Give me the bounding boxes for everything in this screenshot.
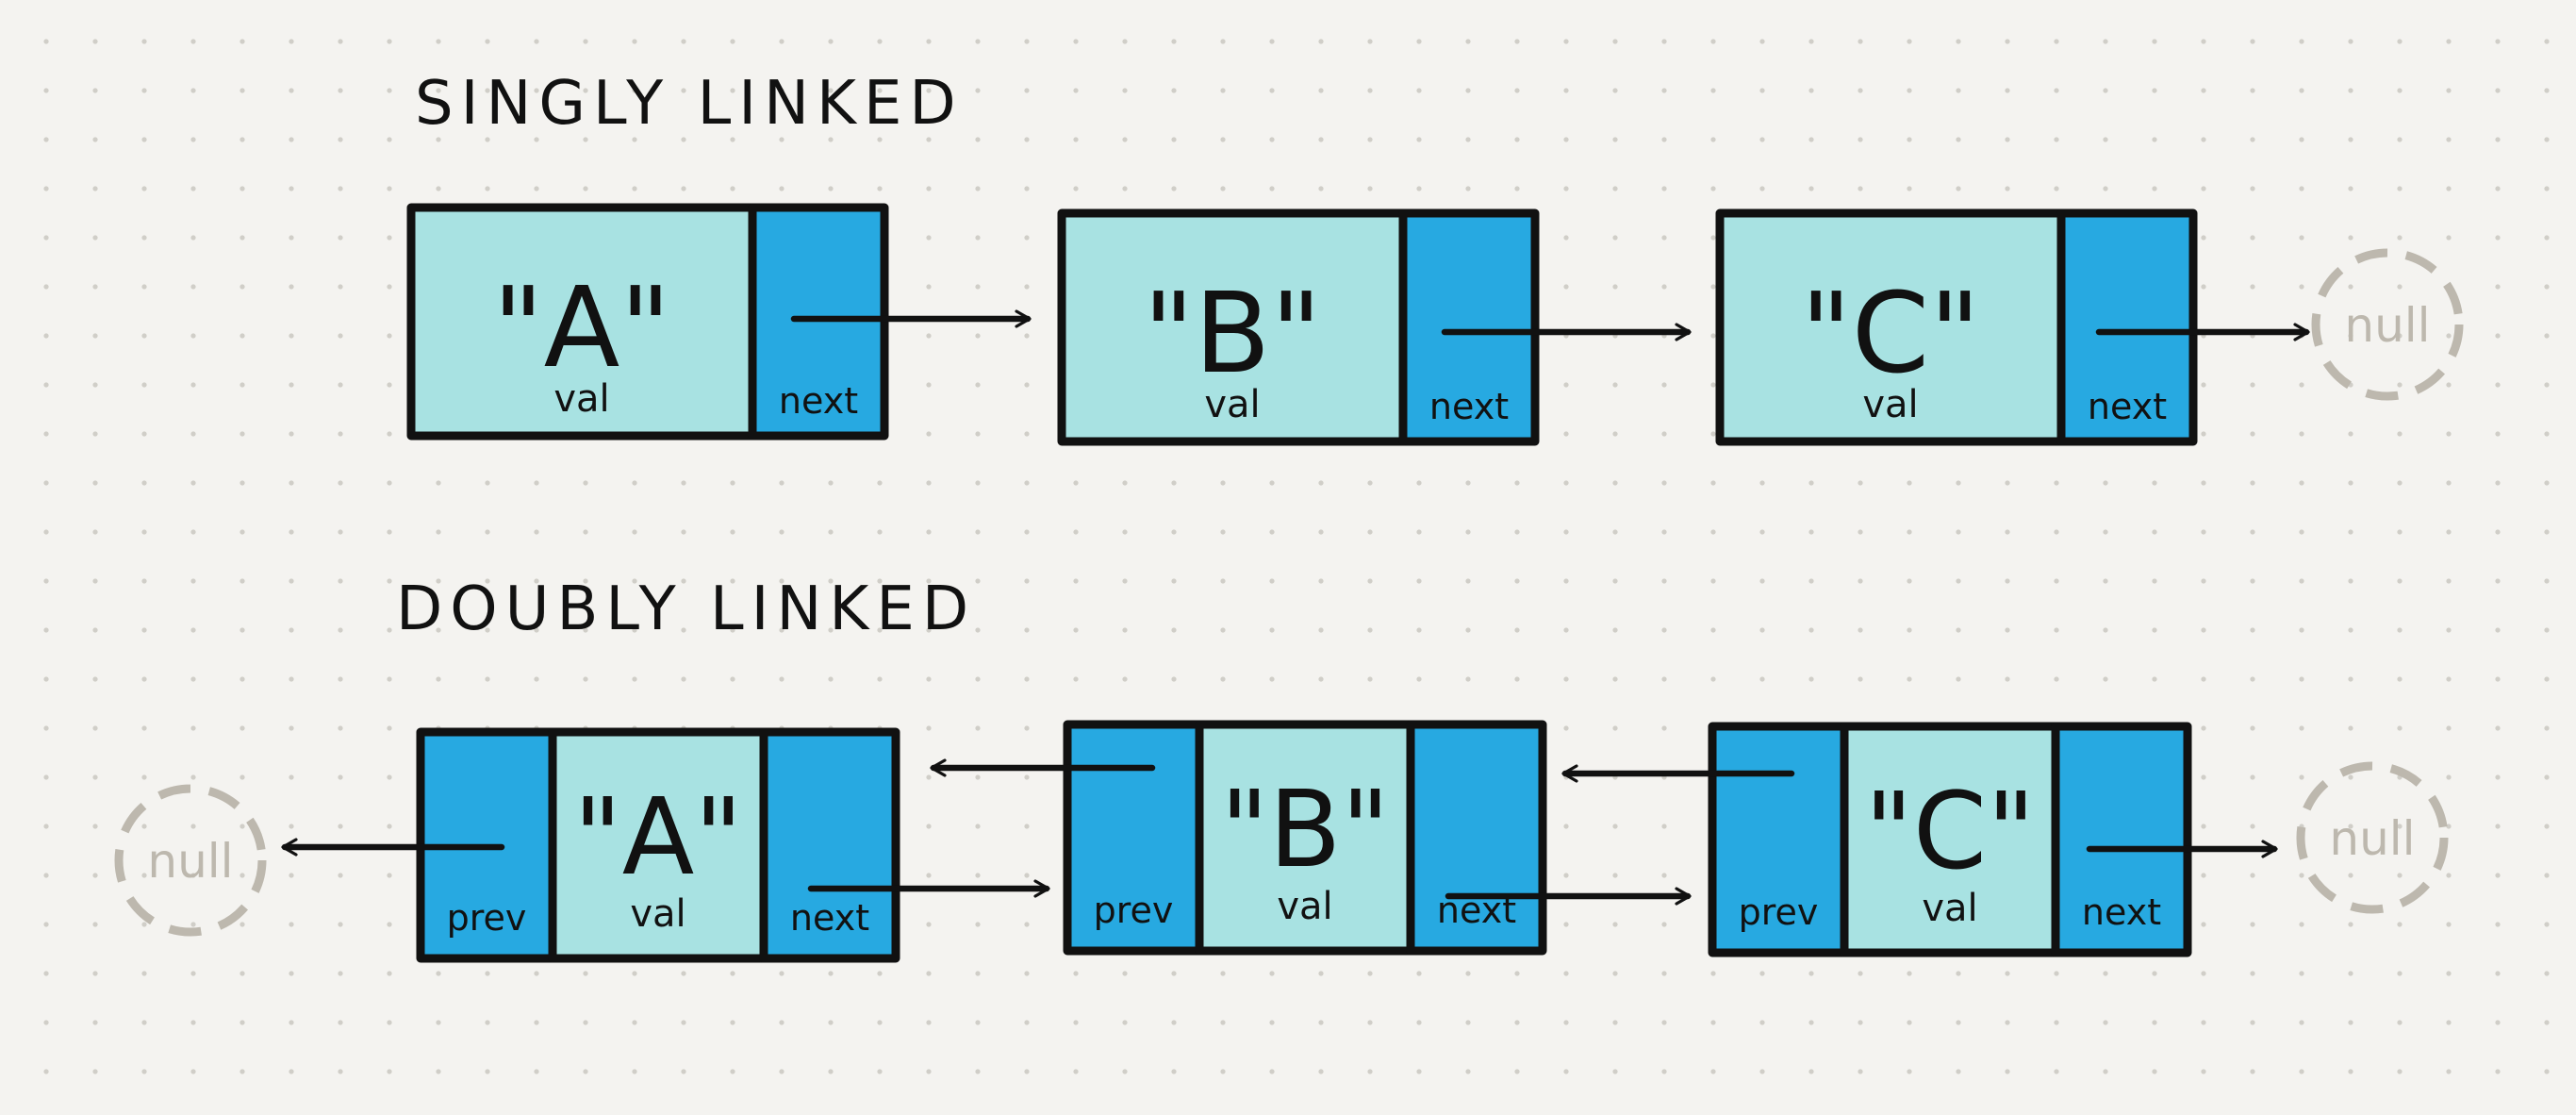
node-value: "C": [1864, 771, 2035, 893]
next-pointer-cell: [2051, 722, 2192, 957]
next-pointer-cell: [759, 727, 900, 963]
head-null-terminal: null: [114, 784, 267, 937]
singly-node: "B"val next: [1057, 208, 1540, 446]
node-value: "C": [1801, 268, 1981, 398]
value-label: val: [630, 892, 685, 936]
value-cell: [1057, 208, 1408, 446]
prev-label: prev: [1739, 891, 1819, 933]
null-dashed-circle: [2296, 761, 2449, 914]
node-value: "A": [573, 776, 743, 899]
value-cell: [1840, 722, 2060, 957]
next-label: next: [790, 897, 869, 939]
next-label: next: [779, 380, 858, 422]
value-label: val: [1922, 887, 1977, 930]
null-label: null: [2344, 298, 2430, 353]
prev-label: prev: [447, 897, 527, 939]
next-pointer-cell: [2056, 208, 2198, 446]
node-value: "A": [492, 262, 670, 392]
doubly-linked-heading: DOUBLY LINKED: [396, 574, 977, 644]
value-label: val: [553, 377, 609, 421]
node-value: "B": [1220, 769, 1390, 891]
value-label: val: [1862, 383, 1918, 426]
null-dashed-circle: [114, 784, 267, 937]
singly-linked-heading: SINGLY LINKED: [415, 69, 964, 139]
tail-null-terminal: null: [2296, 761, 2449, 914]
next-label: next: [1429, 386, 1509, 427]
next-label: next: [2082, 891, 2161, 933]
null-label: null: [147, 834, 233, 889]
value-label: val: [1204, 383, 1260, 426]
value-label: val: [1277, 885, 1332, 928]
value-cell: [548, 727, 768, 963]
singly-node: "C"val next: [1715, 208, 2198, 446]
value-cell: [1195, 720, 1415, 956]
node-value: "B": [1143, 268, 1322, 398]
next-pointer-cell: [1406, 720, 1547, 956]
next-pointer-cell: [1398, 208, 1540, 446]
prev-label: prev: [1094, 890, 1174, 931]
null-dashed-circle: [2311, 248, 2464, 401]
prev-pointer-cell: [1063, 720, 1204, 956]
doubly-node: "C"val prev next: [1708, 722, 2192, 957]
null-label: null: [2329, 811, 2415, 866]
next-label: next: [2088, 386, 2167, 427]
value-cell: [1715, 208, 2066, 446]
value-cell: [406, 203, 757, 441]
null-terminal: null: [2311, 248, 2464, 401]
